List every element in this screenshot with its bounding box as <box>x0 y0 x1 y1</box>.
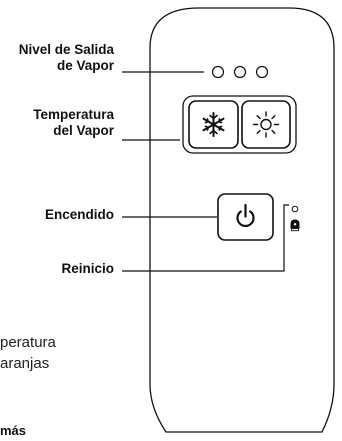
sun-icon <box>252 111 280 138</box>
label-steam-level: Nivel de Salida de Vapor <box>18 42 114 73</box>
power-icon <box>236 203 255 228</box>
status-indicator-light <box>291 205 299 213</box>
warm-button[interactable] <box>241 100 291 149</box>
body-text-line-2: aranjas <box>0 355 50 372</box>
steam-level-indicator-1 <box>211 65 225 79</box>
device-body-outline <box>149 7 335 433</box>
body-text-line-3: más <box>0 423 27 438</box>
power-button[interactable] <box>217 193 274 241</box>
label-power: Encendido <box>44 207 114 222</box>
steam-level-indicator-3 <box>255 65 269 79</box>
body-text-line-1: peratura <box>0 334 56 351</box>
cold-button[interactable] <box>188 100 239 149</box>
label-reset: Reinicio <box>61 261 114 276</box>
steam-level-indicator-2 <box>233 65 247 79</box>
label-steam-temperature: Temperatura del Vapor <box>33 107 114 138</box>
leader-line-reset <box>122 204 289 272</box>
reset-icon <box>290 219 300 232</box>
temperature-button-group <box>182 95 297 154</box>
reset-button[interactable] <box>290 219 300 232</box>
snowflake-icon <box>202 112 225 137</box>
